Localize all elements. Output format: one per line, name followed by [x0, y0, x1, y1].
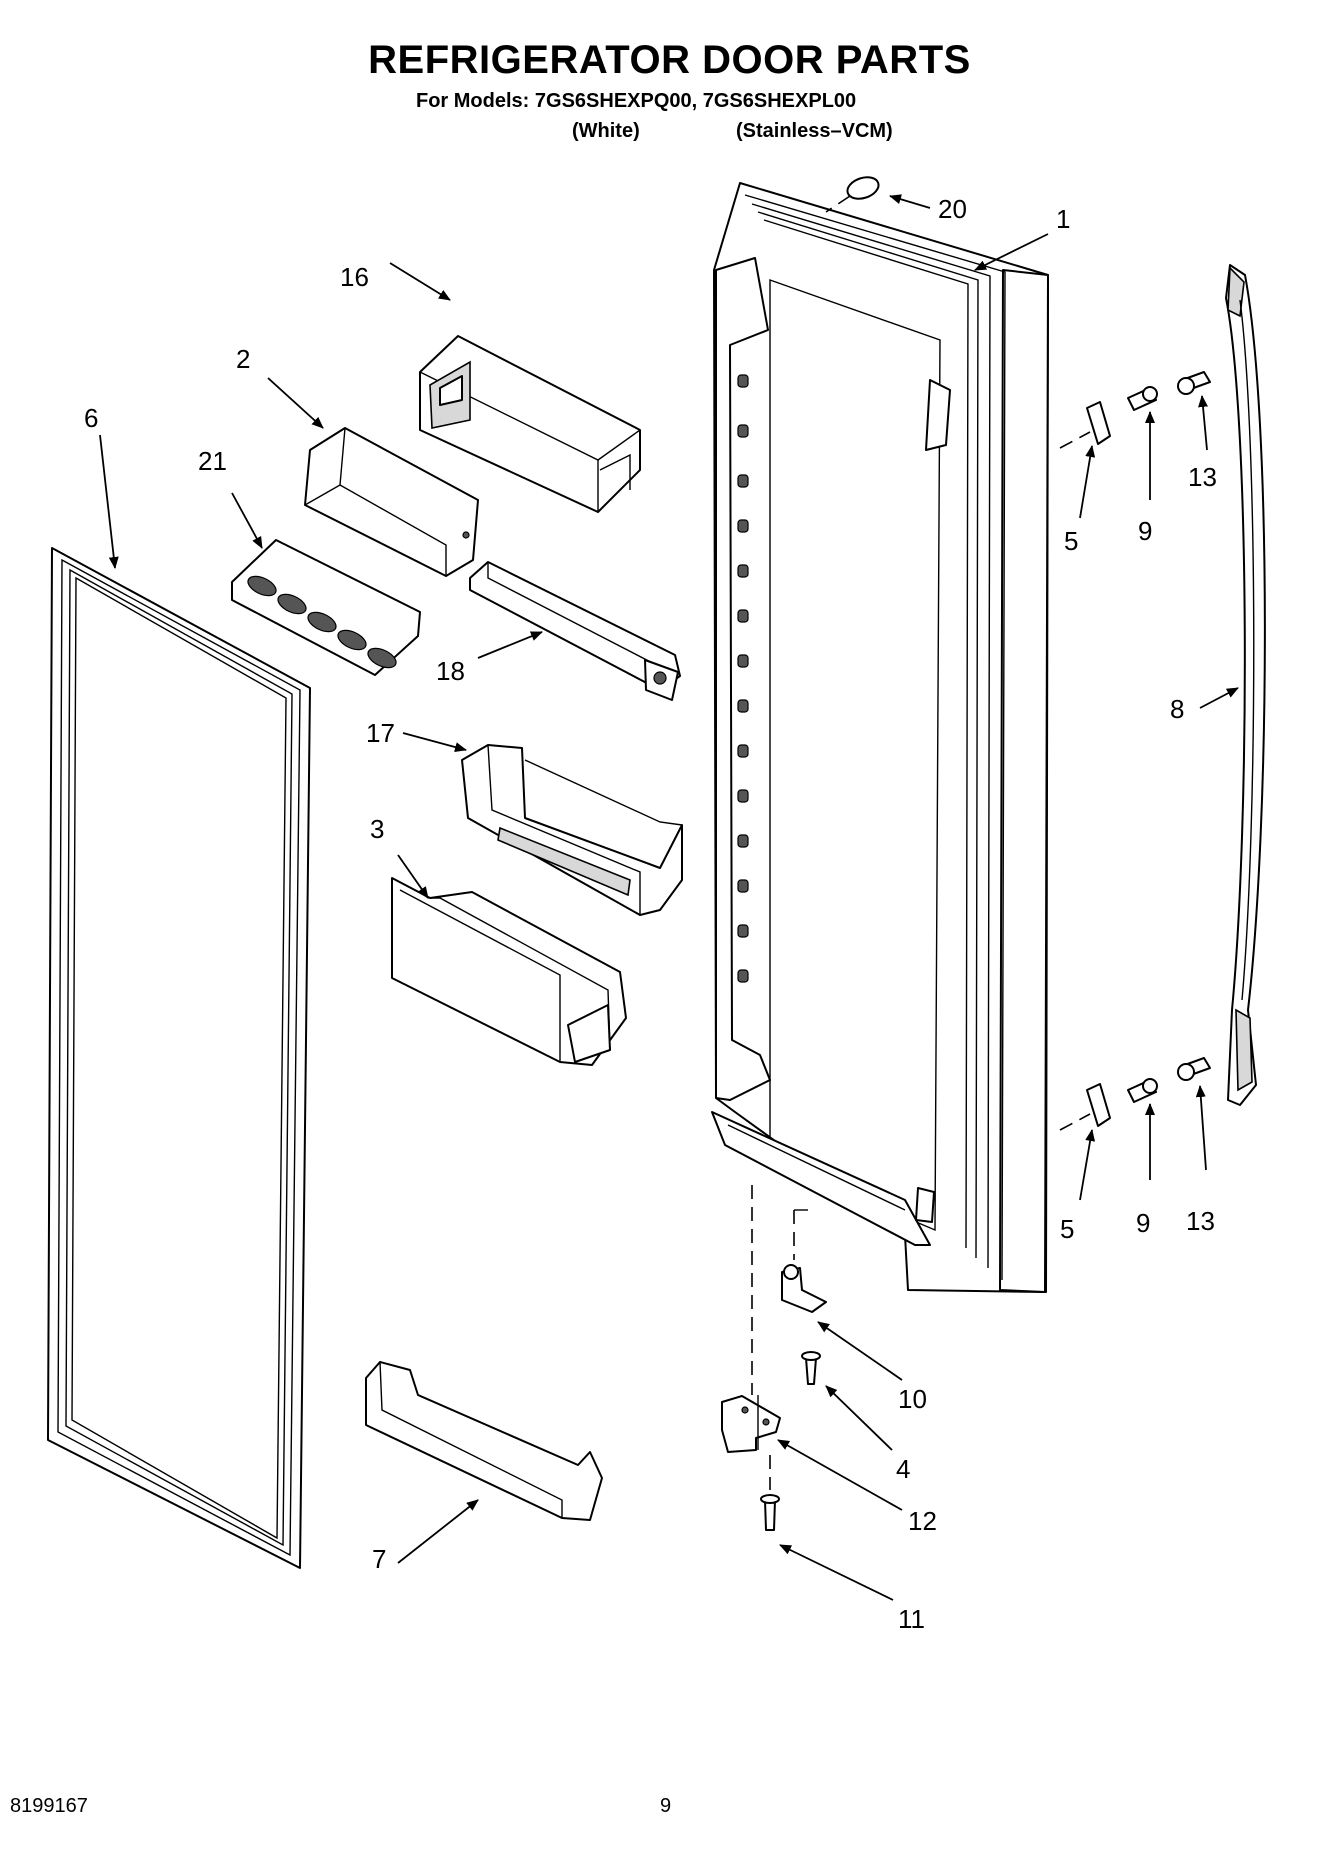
egg-tray-part-21 [231, 539, 421, 676]
callout-12: 12 [908, 1506, 937, 1536]
door-handle-part-8 [1225, 264, 1266, 1106]
hinge-bracket-part-10 [781, 1209, 827, 1313]
door-gasket-part-6 [47, 547, 311, 1569]
callout-18: 18 [436, 656, 465, 686]
page-title: REFRIGERATOR DOOR PARTS [368, 38, 971, 82]
callout-10: 10 [898, 1384, 927, 1414]
callout-8: 8 [1170, 694, 1184, 724]
screw-part-11 [760, 1494, 780, 1531]
callout-20: 20 [938, 194, 967, 224]
callout-11: 11 [898, 1604, 925, 1634]
variant-white: (White) [572, 120, 640, 142]
dairy-door-part-2 [304, 427, 479, 577]
door-bin-part-17 [461, 744, 683, 916]
upper-bin-part-16 [419, 335, 641, 513]
callout-9-upper: 9 [1138, 516, 1152, 546]
document-number: 8199167 [10, 1795, 88, 1817]
callout-16: 16 [340, 262, 369, 292]
callout-6: 6 [84, 403, 98, 433]
callout-21: 21 [198, 446, 227, 476]
trim-strip-part-18 [469, 561, 681, 701]
callout-5-upper: 5 [1064, 526, 1078, 556]
hinge-part-12 [721, 1395, 781, 1453]
callout-labels: 1 2 3 4 5 5 6 7 8 9 9 10 11 12 13 13 16 … [84, 194, 1217, 1634]
callout-5-lower: 5 [1060, 1214, 1074, 1244]
shelf-clip-ladder [737, 374, 749, 983]
plug-part-20 [825, 176, 880, 213]
door-assembly-part-1 [711, 182, 1049, 1293]
callout-7: 7 [372, 1544, 386, 1574]
callout-13-lower: 13 [1186, 1206, 1215, 1236]
clip-part-5-upper [1059, 401, 1111, 449]
callout-9-lower: 9 [1136, 1208, 1150, 1238]
leader-lines [99, 194, 1239, 1601]
callout-13-upper: 13 [1188, 462, 1217, 492]
bottom-bin-part-7 [365, 1361, 603, 1521]
callout-3: 3 [370, 814, 384, 844]
page-number: 9 [660, 1795, 672, 1817]
callout-4: 4 [896, 1454, 910, 1484]
screw-part-9-upper [1127, 386, 1158, 411]
variant-stainless: (Stainless–VCM) [736, 120, 893, 142]
screw-part-9-lower [1127, 1078, 1158, 1103]
models-line: For Models: 7GS6SHEXPQ00, 7GS6SHEXPL00 [416, 90, 857, 112]
clip-part-5-lower [1059, 1083, 1111, 1131]
screw-part-13-upper [1177, 371, 1211, 395]
bottle-bin-part-3 [391, 877, 627, 1066]
callout-1: 1 [1056, 204, 1070, 234]
screw-part-4 [801, 1351, 821, 1385]
screw-part-13-lower [1177, 1057, 1211, 1081]
callout-2: 2 [236, 344, 250, 374]
callout-17: 17 [366, 718, 395, 748]
